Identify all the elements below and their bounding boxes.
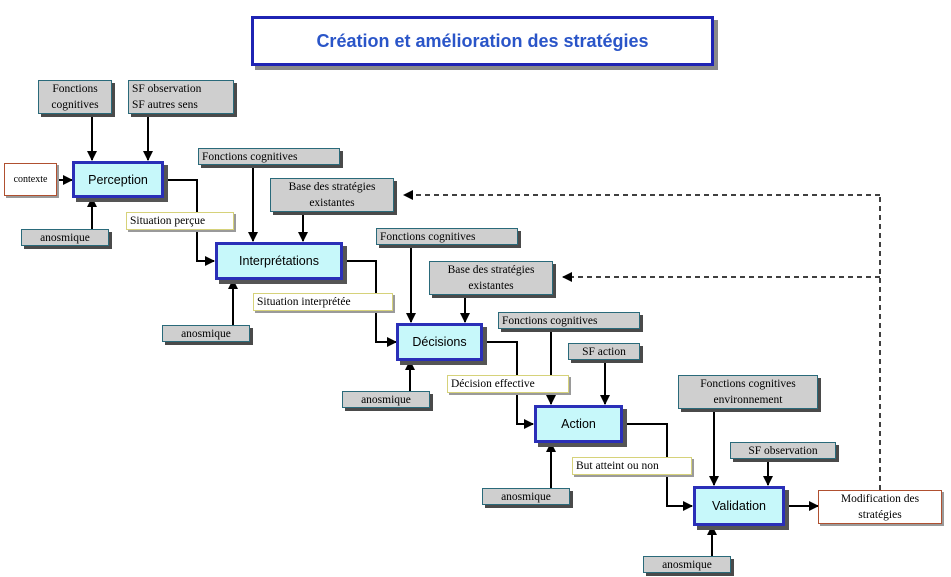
output-but-atteint: But atteint ou non (572, 457, 692, 475)
anosmique-perception: anosmique (21, 229, 109, 246)
step-label: Validation (712, 499, 766, 513)
step-label: Interprétations (239, 254, 319, 268)
anosmique-label: anosmique (501, 491, 551, 503)
input-label: SF observation (748, 445, 818, 457)
input-label-line1: Base des stratégies (288, 181, 376, 193)
step-validation: Validation (693, 486, 785, 526)
anosmique-label: anosmique (181, 328, 231, 340)
input-label: SF action (582, 346, 626, 358)
output-label: Situation interprétée (257, 296, 351, 308)
input-label-line2: environnement (713, 393, 783, 406)
input-sf-observation: SF observation (730, 442, 836, 459)
output-decision-effective: Décision effective (447, 375, 569, 393)
modification-strategies-box: Modification des stratégies (818, 490, 942, 524)
input-fonctions-cognitives-perception: Fonctions cognitives (38, 80, 112, 114)
anosmique-label: anosmique (662, 559, 712, 571)
input-label-line1: Fonctions cognitives (700, 378, 796, 390)
input-fonctions-cognitives-decisions: Fonctions cognitives (376, 228, 518, 245)
step-decisions: Décisions (396, 323, 483, 361)
contexte-label: contexte (13, 174, 48, 185)
anosmique-decisions: anosmique (342, 391, 430, 408)
step-perception: Perception (72, 161, 164, 198)
step-label: Action (561, 417, 596, 431)
input-base-strategies-1: Base des stratégies existantes (270, 178, 394, 212)
contexte-box: contexte (4, 163, 57, 196)
input-fonctions-cognitives-environnement: Fonctions cognitives environnement (678, 375, 818, 409)
input-label-line2: existantes (468, 279, 514, 292)
output-label: But atteint ou non (576, 460, 659, 472)
input-base-strategies-2: Base des stratégies existantes (429, 261, 553, 295)
input-label-line2: cognitives (51, 98, 99, 111)
modification-label-line2: stratégies (858, 508, 902, 521)
input-fonctions-cognitives-interpretations: Fonctions cognitives (198, 148, 340, 165)
output-situation-interpretee: Situation interprétée (253, 293, 393, 311)
input-label: Fonctions cognitives (202, 151, 298, 163)
page-title: Création et amélioration des stratégies (316, 30, 649, 51)
step-label: Perception (88, 172, 148, 187)
output-label: Décision effective (451, 378, 535, 390)
input-label-line1: SF observation (132, 83, 202, 95)
input-label-line2: SF autres sens (132, 98, 198, 111)
input-label-line1: Fonctions (52, 83, 98, 95)
input-sf-observation-autres-sens: SF observation SF autres sens (128, 80, 234, 114)
input-label: Fonctions cognitives (502, 315, 598, 327)
step-label: Décisions (412, 335, 467, 349)
input-label: Fonctions cognitives (380, 231, 476, 243)
step-action: Action (534, 405, 623, 443)
input-fonctions-cognitives-action: Fonctions cognitives (498, 312, 640, 329)
anosmique-label: anosmique (361, 394, 411, 406)
anosmique-validation: anosmique (643, 556, 731, 573)
step-interpretations: Interprétations (215, 242, 343, 280)
input-label-line2: existantes (309, 196, 355, 209)
title-box: Création et amélioration des stratégies (251, 16, 714, 66)
anosmique-interpretations: anosmique (162, 325, 250, 342)
modification-label-line1: Modification des (840, 493, 920, 505)
output-label: Situation perçue (130, 215, 206, 227)
anosmique-label: anosmique (40, 232, 90, 244)
anosmique-action: anosmique (482, 488, 570, 505)
input-label-line1: Base des stratégies (447, 264, 535, 276)
output-situation-percue: Situation perçue (126, 212, 234, 230)
input-sf-action: SF action (568, 343, 640, 360)
